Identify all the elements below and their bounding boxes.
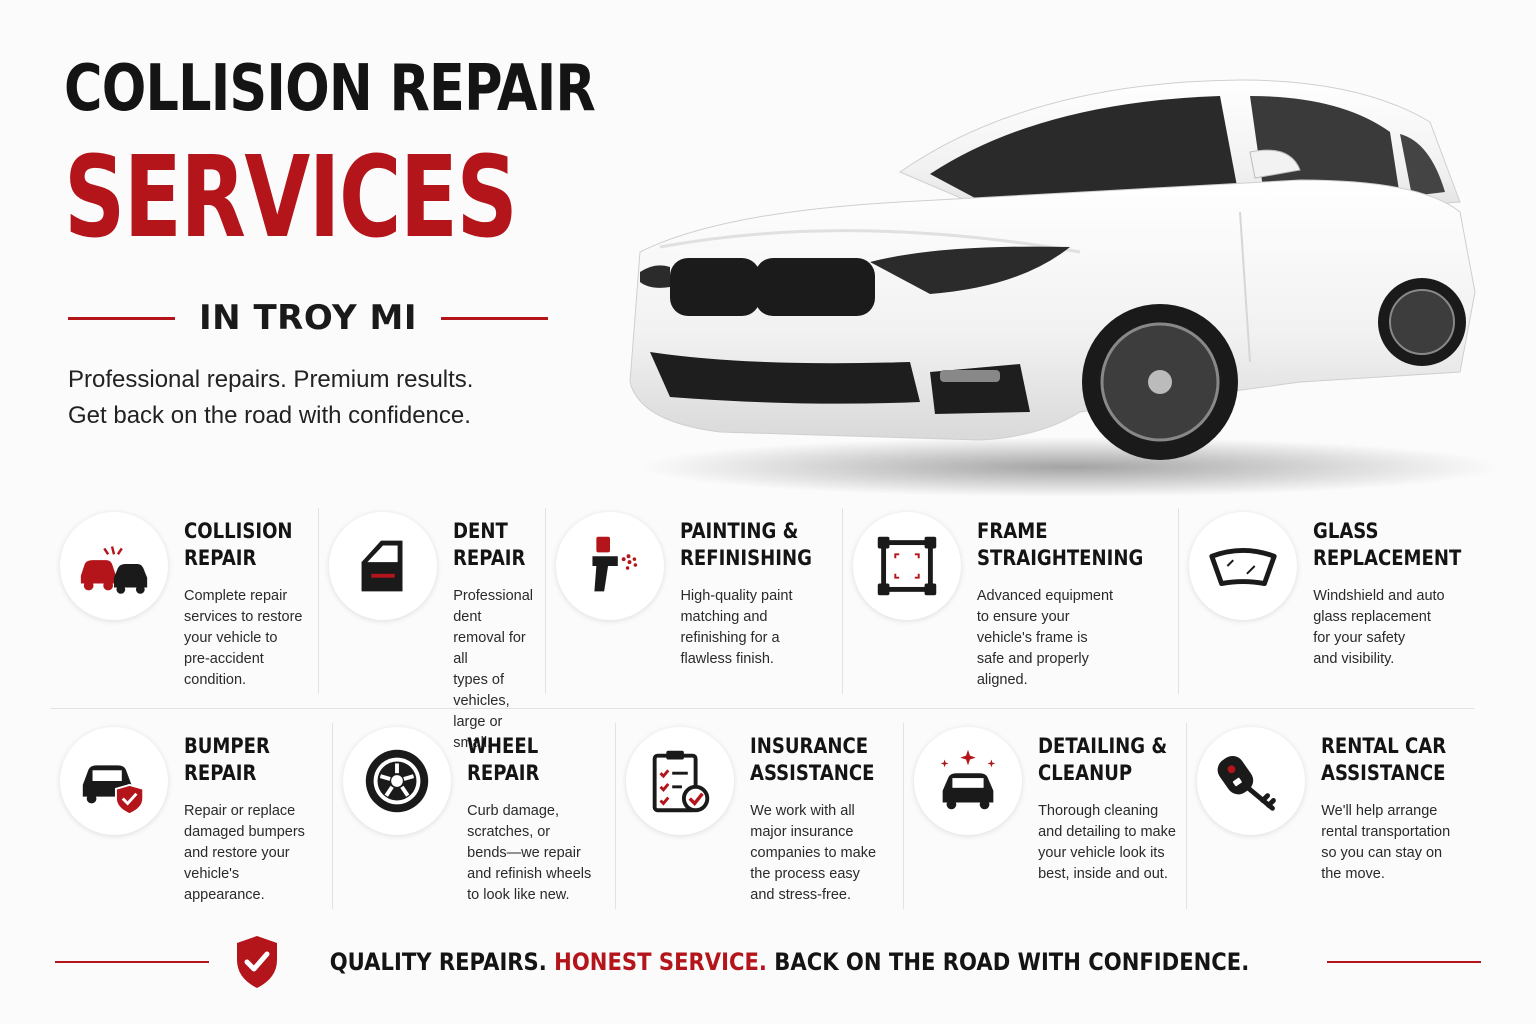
car-door-icon bbox=[329, 512, 438, 620]
car-image bbox=[629, 79, 1500, 497]
footer-banner: QUALITY REPAIRS. HONEST SERVICE. BACK ON… bbox=[55, 932, 1482, 992]
tagline: Professional repairs. Premium results. G… bbox=[68, 362, 473, 434]
page-title-line2: SERVICES bbox=[64, 133, 518, 263]
footer-divider-right bbox=[1327, 961, 1482, 963]
windshield-icon bbox=[1189, 512, 1298, 620]
tagline-line2: Get back on the road with confidence. bbox=[68, 402, 471, 429]
footer-divider-left bbox=[55, 961, 209, 963]
service-title: DETAILING &CLEANUP bbox=[1038, 734, 1168, 785]
car-collision-icon bbox=[60, 512, 168, 620]
frame-icon bbox=[852, 512, 961, 620]
hero-section: COLLISION REPAIR SERVICES IN TROY MI Pro… bbox=[0, 0, 1536, 500]
page-title-line1: COLLISION REPAIR bbox=[64, 52, 596, 126]
location-text: IN TROY MI bbox=[199, 298, 417, 338]
tagline-line1: Professional repairs. Premium results. bbox=[68, 366, 474, 393]
location-heading: IN TROY MI bbox=[68, 296, 549, 340]
service-title: PAINTING &REFINISHING bbox=[680, 519, 813, 570]
spray-gun-icon bbox=[556, 512, 665, 620]
car-shield-icon bbox=[60, 727, 168, 835]
footer-slogan: QUALITY REPAIRS. HONEST SERVICE. BACK ON… bbox=[329, 948, 1249, 976]
car-key-icon bbox=[1197, 727, 1306, 835]
divider-right bbox=[440, 316, 549, 320]
divider-left bbox=[68, 316, 176, 320]
sparkle-car-icon bbox=[914, 727, 1023, 835]
service-card[interactable]: PAINTING &REFINISHING High-quality paint… bbox=[545, 508, 841, 694]
wheel-icon bbox=[343, 727, 452, 835]
shield-check-icon bbox=[236, 936, 277, 988]
clipboard-check-icon bbox=[626, 727, 735, 835]
